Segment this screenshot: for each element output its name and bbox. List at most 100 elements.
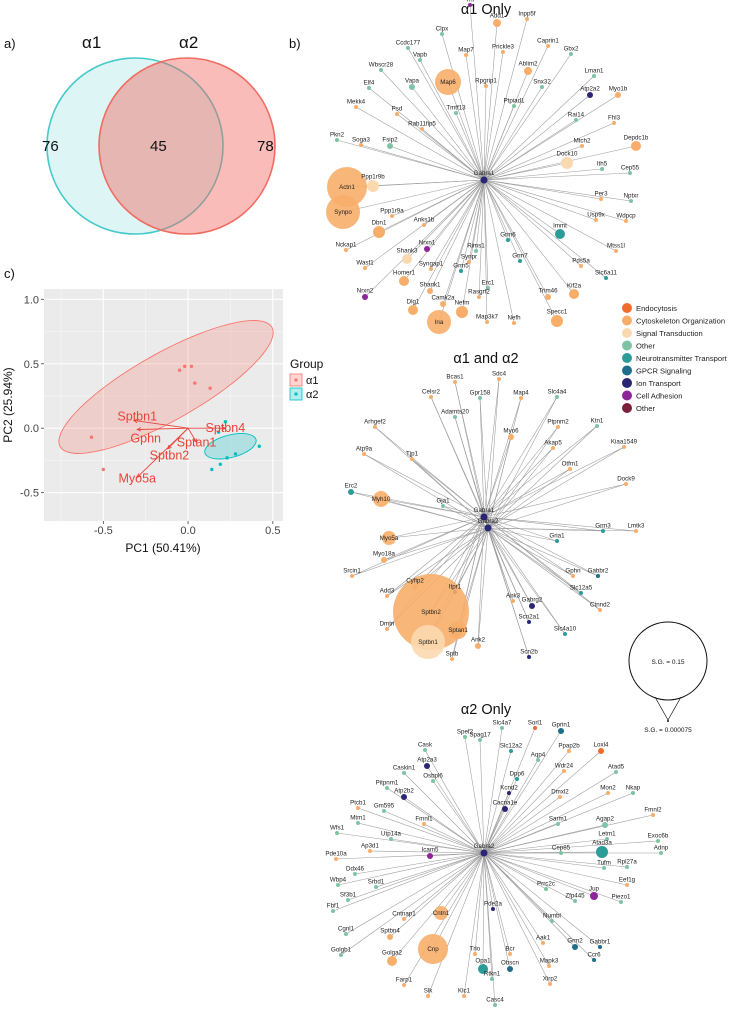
pca-point: [225, 456, 229, 460]
network-edge: [388, 516, 485, 539]
network-edge: [483, 179, 582, 267]
gene-node: [555, 539, 559, 543]
gene-label: Atad3a: [592, 840, 612, 847]
gene-node: [353, 872, 357, 876]
gene-node: [511, 599, 515, 603]
gene-node: [427, 853, 433, 859]
gene-label: Anks1b: [414, 217, 435, 224]
pca-loading-label: Sptbn1: [117, 410, 157, 424]
legend-swatch: [622, 378, 632, 388]
network-edge: [483, 468, 571, 518]
network-edge: [487, 425, 598, 529]
network-edge: [483, 852, 595, 897]
network-title-a2-only: α2 Only: [461, 702, 512, 718]
gene-node: [562, 769, 566, 773]
network-edge: [483, 22, 498, 181]
pca-point: [218, 462, 222, 466]
gene-node: [556, 425, 560, 429]
gene-label: Myo18a: [373, 551, 396, 558]
pca-loading-label: Myo5a: [118, 471, 156, 485]
network-edge: [483, 51, 504, 181]
pca-loading-label: Gphn: [130, 432, 161, 446]
network-edge: [483, 145, 583, 181]
network-edge: [487, 468, 571, 529]
gene-label: Zfp445: [565, 893, 585, 900]
gene-node: [435, 69, 461, 95]
network-edge: [487, 527, 558, 542]
gene-label: Jup: [589, 886, 600, 893]
network-edge: [487, 527, 530, 658]
network-edge: [354, 852, 485, 875]
gene-label: Map6: [440, 79, 456, 86]
venn-both-count: 45: [150, 138, 167, 155]
gene-node: [350, 574, 354, 578]
network-edge: [340, 852, 485, 956]
hub-node: [480, 513, 488, 521]
gene-node: [515, 777, 519, 781]
pca-point: [208, 386, 212, 390]
network-edge: [483, 516, 599, 577]
gene-node: [373, 491, 389, 507]
gene-node: [624, 219, 628, 223]
gene-node: [402, 771, 406, 775]
gene-node: [555, 229, 565, 239]
network-edge: [483, 852, 547, 890]
network-edge: [483, 516, 574, 577]
gene-label: Vapb: [413, 52, 428, 59]
gene-node: [422, 822, 426, 826]
network-edge: [483, 483, 627, 518]
gene-label: Add3: [380, 588, 395, 595]
gene-node: [459, 269, 463, 273]
gene-node: [420, 127, 424, 131]
gene-label: Sorl1: [528, 720, 543, 727]
gene-node: [402, 254, 412, 264]
gene-label: Xirp2: [543, 976, 558, 983]
legend-swatch: [622, 403, 632, 413]
network-edge: [389, 852, 485, 938]
gene-node: [493, 19, 501, 27]
gene-node: [440, 32, 444, 36]
pca-plot-background: [44, 289, 283, 521]
gene-label: Dock10: [557, 151, 579, 158]
gene-node: [563, 632, 567, 636]
network-edge: [389, 145, 485, 181]
gene-node: [426, 994, 430, 998]
network-edge: [368, 87, 485, 181]
gene-label: Scn2a1: [519, 614, 541, 621]
network-edges: [332, 727, 661, 1006]
network-edge: [483, 796, 561, 854]
pca-loading-arrowhead: [167, 444, 172, 450]
gene-label: Atp9a: [356, 446, 373, 453]
network-edge: [483, 852, 628, 868]
gene-label: Rasgrf2: [468, 289, 490, 296]
network-edge: [424, 749, 485, 854]
gene-node: [440, 301, 446, 307]
gene-node: [567, 749, 571, 753]
gene-node: [594, 218, 598, 222]
network-edge: [483, 808, 506, 854]
gene-label: Lmtk3: [628, 523, 645, 530]
network-edge: [487, 527, 514, 602]
network-edge: [483, 396, 558, 518]
network-edge: [483, 179, 521, 262]
network-edge: [483, 750, 512, 854]
gene-label: Rai14: [568, 112, 585, 119]
network-edge: [483, 168, 603, 181]
gene-node: [547, 964, 551, 968]
network-title-a1-and-a2: α1 and α2: [453, 351, 518, 367]
gene-node: [596, 574, 600, 578]
network-edge: [483, 179, 632, 202]
legend-label: Cell Adhesion: [636, 392, 682, 401]
network-edge: [463, 852, 485, 997]
gene-label: Slc4a10: [554, 626, 577, 633]
network-edge: [454, 416, 489, 529]
gene-node: [602, 866, 606, 870]
gene-label: Prrc2c: [537, 881, 555, 888]
gene-label: Fmnl2: [644, 807, 662, 814]
network-edge: [483, 852, 628, 886]
gene-label: Syngap1: [419, 261, 444, 268]
gene-node: [422, 223, 426, 227]
network-edge: [403, 852, 485, 920]
